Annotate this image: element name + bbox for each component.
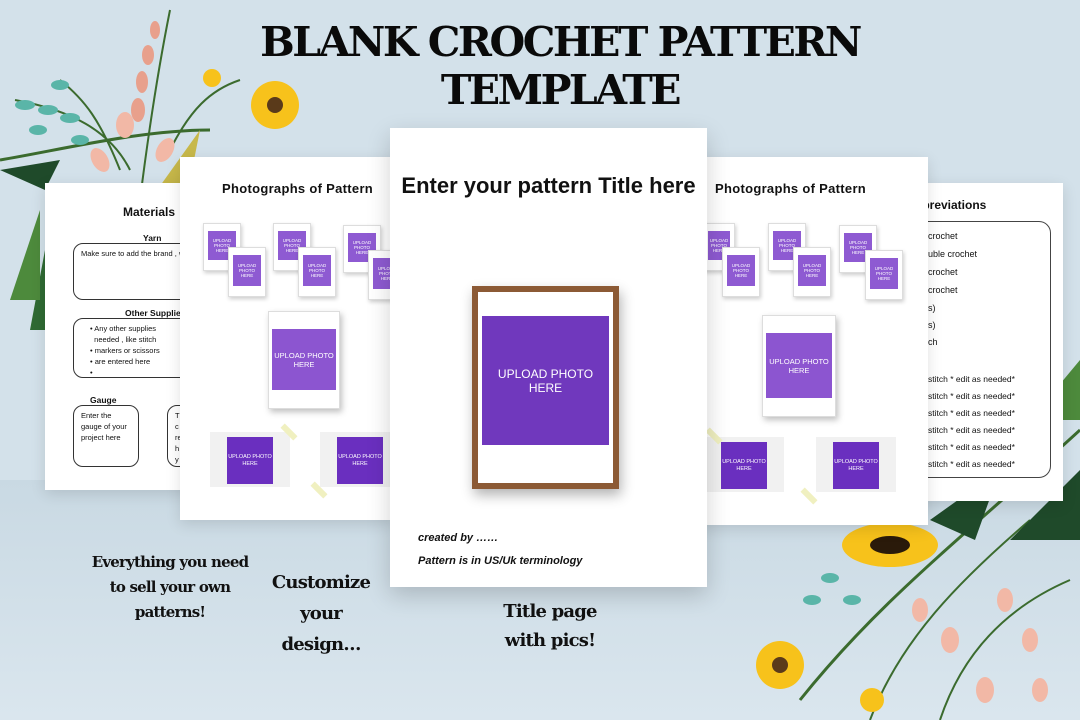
abbreviations-box — [895, 221, 1051, 478]
photo-placeholder-main: UPLOAD PHOTO HERE — [482, 316, 609, 445]
materials-heading: Materials — [123, 205, 176, 219]
supply-item: • markers or scissors — [90, 346, 160, 355]
other-supplies-box: • Any other supplies needed , like stitc… — [73, 318, 255, 378]
yarn-text: Make sure to add the brand , weight used — [81, 249, 220, 258]
photo-placeholder-square: UPLOAD PHOTO HERE — [320, 432, 395, 487]
photo-placeholder: UPLOAD PHOTO HERE — [228, 247, 266, 297]
photo-placeholder: UPLOAD PHOTO HERE — [722, 247, 760, 297]
photo-placeholder-square: UPLOAD PHOTO HERE — [210, 432, 290, 487]
tape-strip — [800, 487, 818, 505]
abbreviation-item: stitch * edit as needed* — [928, 391, 1015, 401]
gauge-text: Enter the gauge of your project here — [81, 411, 127, 442]
abbreviation-item: ch — [928, 337, 938, 347]
abbreviation-item: stitch * edit as needed* — [928, 374, 1015, 384]
supply-item: • Any other supplies — [90, 324, 156, 333]
photographs-page-right: Photographs of Pattern UPLOAD PHOTO HERE… — [700, 157, 928, 525]
abbreviation-item: s) — [928, 320, 936, 330]
other-supplies-label: Other Supplie — [125, 308, 181, 318]
terminology-line: Pattern is in US/Uk terminology — [418, 555, 583, 567]
supply-item: • — [90, 368, 93, 377]
photo-placeholder-large: UPLOAD PHOTO HERE — [762, 315, 836, 417]
photo-placeholder-square: UPLOAD PHOTO HERE — [816, 437, 896, 492]
abbreviation-item: stitch * edit as needed* — [928, 408, 1015, 418]
abbreviations-heading: bbreviations — [915, 198, 987, 212]
banner-title: BLANK CROCHET PATTERN TEMPLATE — [260, 18, 862, 114]
abbreviation-item: stitch * edit as needed* — [928, 425, 1015, 435]
abbreviation-item: s) — [928, 303, 936, 313]
title-page: Enter your pattern Title here UPLOAD PHO… — [390, 128, 707, 587]
caption-customize: Customize your design… — [271, 572, 371, 655]
photo-placeholder: UPLOAD PHOTO HERE — [865, 250, 903, 300]
gauge-side-text: T c re h y — [175, 411, 182, 464]
abbreviation-item: stitch * edit as needed* — [928, 459, 1015, 469]
abbreviation-item: uble crochet — [928, 249, 978, 259]
caption-everything: Everything you need to sell your own pat… — [91, 553, 249, 621]
created-by-line: created by …… — [418, 532, 499, 544]
yarn-label: Yarn — [143, 233, 162, 243]
caption-title-page: Title page with pics! — [503, 601, 597, 651]
photo-placeholder: UPLOAD PHOTO HERE — [793, 247, 831, 297]
abbreviation-item: crochet — [928, 285, 958, 295]
gauge-label: Gauge — [90, 395, 117, 405]
abbreviation-item: crochet — [928, 231, 958, 241]
gauge-box: Enter the gauge of your project here — [73, 405, 139, 467]
photo-placeholder: UPLOAD PHOTO HERE — [298, 247, 336, 297]
photographs-page-left: Photographs of Pattern UPLOAD PHOTO HERE… — [180, 157, 395, 520]
supply-item: • are entered here — [90, 357, 151, 366]
supply-item: needed , like stitch — [94, 335, 157, 344]
abbreviation-item: crochet — [928, 267, 958, 277]
pattern-title: Enter your pattern Title here — [401, 173, 696, 198]
photo-placeholder-large: UPLOAD PHOTO HERE — [268, 311, 340, 409]
photo-frame: UPLOAD PHOTO HERE — [472, 286, 619, 489]
photographs-heading: Photographs of Pattern — [222, 181, 374, 196]
yarn-box: Make sure to add the brand , weight used — [73, 243, 255, 300]
photo-placeholder-square: UPLOAD PHOTO HERE — [704, 437, 784, 492]
abbreviation-item: stitch * edit as needed* — [928, 442, 1015, 452]
photographs-heading: Photographs of Pattern — [715, 181, 867, 196]
